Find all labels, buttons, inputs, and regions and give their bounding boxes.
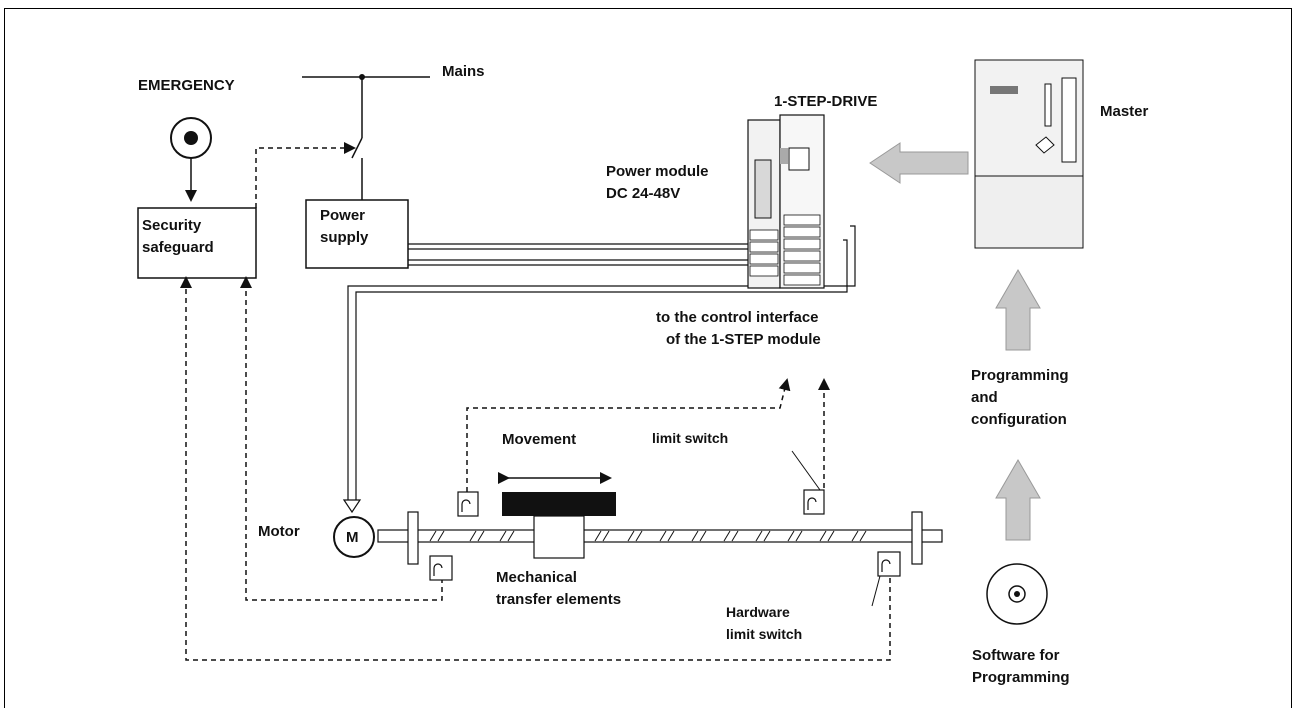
drive-title: 1-STEP-DRIVE (774, 93, 878, 110)
control-label-2: of the 1-STEP module (666, 331, 821, 348)
limit-switch-label: limit switch (652, 430, 729, 446)
programming-up-arrow (995, 269, 1041, 351)
power-supply-label-2: supply (320, 229, 369, 246)
mains-label: Mains (442, 63, 485, 80)
mechanical-label-2: transfer elements (496, 591, 622, 608)
programming-label-1: Programming (971, 367, 1069, 384)
motor-icon (333, 516, 375, 558)
programming-label-2: and (971, 389, 998, 406)
drive-module (747, 114, 825, 289)
emergency-button-icon (170, 117, 212, 202)
security-to-switch-dashed (255, 142, 356, 208)
hw-limit-label-1: Hardware (726, 604, 790, 620)
programming-label-3: configuration (971, 411, 1067, 428)
security-safeguard-box (137, 207, 257, 279)
power-cables (408, 243, 750, 266)
security-label-1: Security (142, 217, 202, 234)
hw-limit-label-2: limit switch (726, 626, 803, 642)
software-label-2: Programming (972, 669, 1070, 686)
master-to-drive-arrow (869, 142, 969, 184)
software-label-1: Software for (972, 647, 1060, 664)
control-dashed-lines (180, 276, 891, 661)
lead-screw-shaft (377, 511, 943, 565)
limit-switch-pointer (791, 450, 821, 491)
security-label-2: safeguard (142, 239, 214, 256)
power-supply-label-1: Power (320, 207, 366, 224)
motor-label: Motor (258, 523, 300, 540)
carriage (502, 492, 616, 559)
power-module-label-2: DC 24-48V (606, 185, 681, 202)
power-module-label-1: Power module (606, 163, 709, 180)
mechanical-label-1: Mechanical (496, 569, 577, 586)
master-label: Master (1100, 103, 1149, 120)
emergency-label: EMERGENCY (138, 77, 235, 94)
software-up-arrow (995, 459, 1041, 541)
master-module (974, 59, 1084, 249)
power-supply-box (305, 199, 409, 269)
movement-label: Movement (502, 431, 577, 448)
mains-line (302, 74, 430, 200)
motor-symbol: M (346, 529, 359, 546)
motor-cable (342, 225, 856, 514)
hw-limit-pointer (871, 575, 881, 607)
software-disc-icon (986, 563, 1048, 625)
limit-switch-icons (429, 489, 901, 581)
control-label-1: to the control interface (656, 309, 819, 326)
